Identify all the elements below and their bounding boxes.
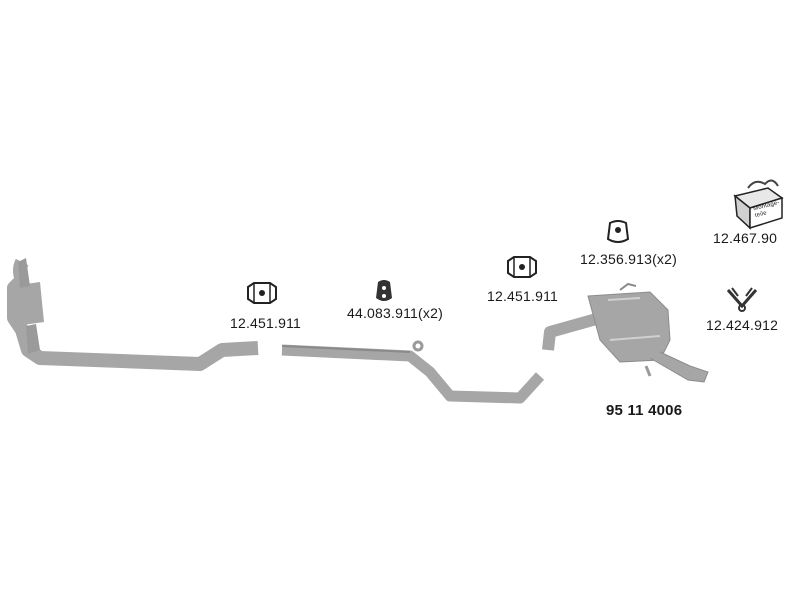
rubber-mount-middle-label: 44.083.911(x2) [347,305,443,321]
mounting-parts-box-icon [733,179,784,230]
hanger-bracket-icon [726,287,758,312]
hanger-label: 12.424.912 [706,317,779,333]
front-pipe-with-catalytic-converter [7,258,259,371]
rear-silencer-label: 95 11 4006 [606,402,683,419]
rubber-mount-icon [376,280,392,301]
clamp-right-label: 12.451.911 [487,288,559,304]
pipe-clamp-icon [247,282,277,304]
mounting-kit-label: 12.467.90 [713,230,778,246]
rear-silencer-icon [542,282,709,383]
rubber-mount-top-label: 12.356.913(x2) [580,251,677,267]
rubber-mount-icon [606,220,630,243]
clamp-left-label: 12.451.911 [230,315,302,331]
pipe-clamp-icon [507,256,537,278]
middle-pipe [281,340,545,404]
